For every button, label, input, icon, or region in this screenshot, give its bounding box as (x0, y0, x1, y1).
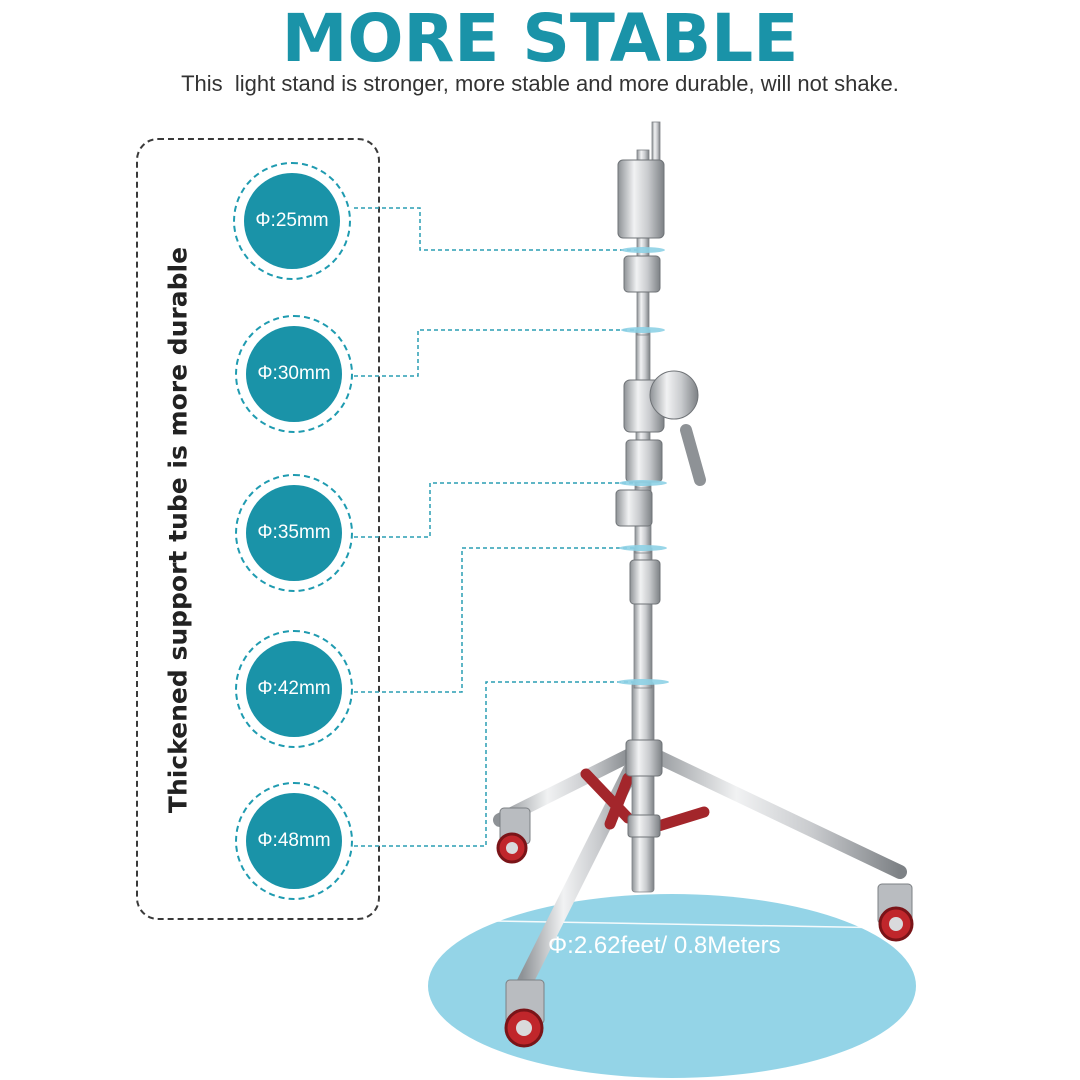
clamp-2 (625, 439, 663, 483)
page-title: MORE STABLE (281, 0, 799, 77)
leader-line-48 (354, 681, 640, 847)
brace-front (604, 772, 634, 830)
clamp-brace-collar (627, 814, 661, 838)
diameter-badge-30: Φ:30mm (235, 315, 353, 433)
clamp-base-collar (625, 739, 663, 777)
leader-line-35 (354, 482, 640, 538)
clamp-4 (629, 559, 661, 605)
clamp-1 (623, 255, 661, 293)
diameter-badge-48: Φ:48mm (235, 782, 353, 900)
base-diameter-line (433, 919, 897, 929)
diameter-badge-42: Φ:42mm (235, 630, 353, 748)
brace-right (646, 806, 710, 834)
column-clamps (615, 159, 706, 838)
tube-diameter-panel (136, 138, 380, 920)
tube-48 (631, 681, 655, 893)
caster-wheels (496, 807, 914, 1048)
diameter-badge-label: Φ:25mm (244, 173, 340, 269)
diameter-badge-label: Φ:35mm (246, 485, 342, 581)
spigot (651, 121, 661, 163)
diameter-badge-label: Φ:42mm (246, 641, 342, 737)
gear-disc (649, 370, 699, 420)
diameter-badge-label: Φ:48mm (246, 793, 342, 889)
leader-line-42 (354, 547, 640, 693)
base-diameter-label: Φ:2.62feet/ 0.8Meters (548, 932, 781, 959)
diameter-markers (617, 247, 669, 685)
handle-lever (680, 424, 706, 486)
leg-right (641, 745, 907, 879)
diameter-badge-25: Φ:25mm (233, 162, 351, 280)
red-braces (580, 768, 710, 834)
page-subtitle: This light stand is stronger, more stabl… (181, 71, 899, 96)
top-head-clamp (617, 159, 665, 239)
leader-line-25 (354, 207, 640, 251)
clamp-3 (615, 489, 653, 527)
diameter-badge-35: Φ:35mm (235, 474, 353, 592)
leader-lines (354, 207, 640, 847)
leader-line-30 (354, 329, 640, 377)
diameter-badge-label: Φ:30mm (246, 326, 342, 422)
